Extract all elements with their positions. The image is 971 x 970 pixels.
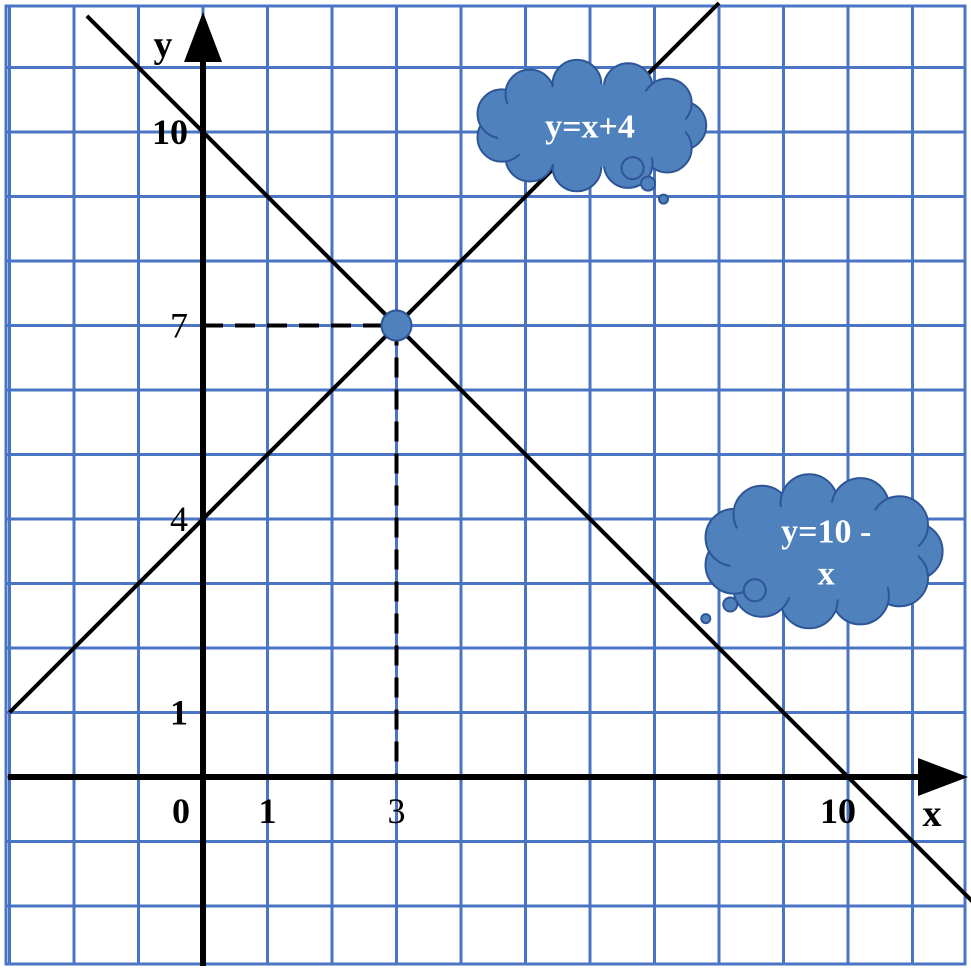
- callout-cloud-1: [476, 58, 708, 193]
- callout-label: x: [818, 555, 835, 592]
- y-tick-label: 1: [170, 693, 188, 733]
- callout-cloud-2: [704, 473, 944, 630]
- axes: [8, 12, 968, 966]
- callout-tail-bubble: [742, 578, 767, 603]
- callouts: y=x+4 y=10 - x: [476, 58, 944, 630]
- x-tick-label: 3: [388, 791, 406, 831]
- callout-tail-bubble: [700, 613, 712, 625]
- cloud-body: [725, 502, 919, 601]
- tick-labels: x y 0 1 3 10 1 4 7 10: [152, 24, 942, 835]
- callout-label: y=x+4: [545, 109, 635, 146]
- series-line-2: [85, 14, 971, 903]
- callout-tail-bubble: [658, 193, 670, 205]
- intersection-marker: [380, 309, 413, 342]
- cloud-body: [493, 83, 687, 168]
- y-axis-label: y: [154, 24, 173, 66]
- callout-tail-bubble: [620, 156, 645, 181]
- x-axis-label: x: [923, 793, 942, 835]
- x-axis-arrow: [918, 758, 968, 796]
- intersection-guides: [203, 323, 399, 777]
- y-tick-label: 7: [170, 306, 188, 346]
- callout-tail-bubble: [640, 175, 657, 192]
- grid-border: [4, 4, 967, 966]
- y-tick-label: 4: [170, 499, 188, 539]
- callout-tail-bubble: [722, 596, 739, 613]
- y-axis-arrow: [184, 12, 222, 62]
- x-tick-label: 1: [259, 791, 277, 831]
- y-tick-label: 10: [152, 112, 188, 152]
- x-tick-label: 0: [172, 791, 190, 831]
- callout-label: y=10 -: [781, 513, 871, 550]
- x-tick-label: 10: [820, 791, 856, 831]
- intersection-point: [380, 309, 413, 342]
